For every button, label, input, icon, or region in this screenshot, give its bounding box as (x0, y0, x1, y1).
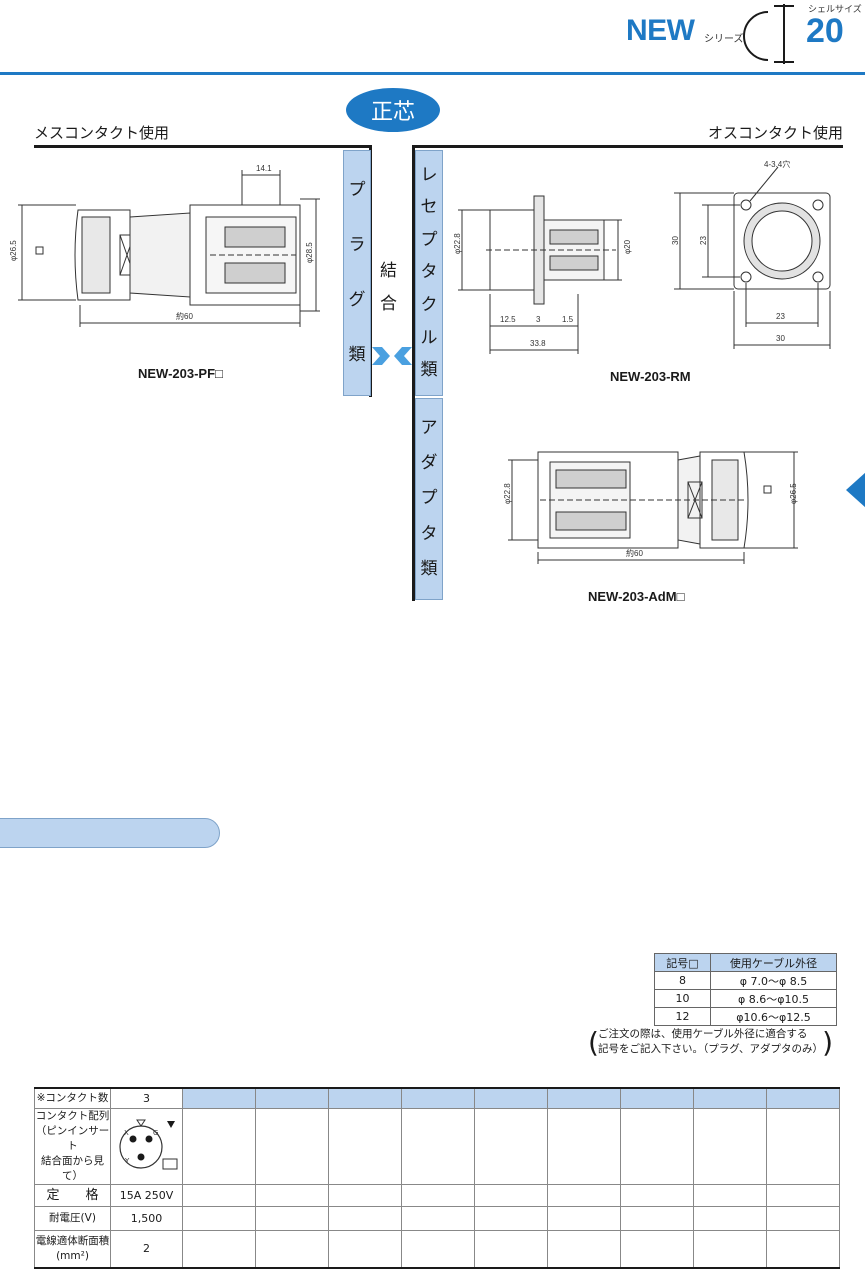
receptacle-model-label: NEW-203-RM (610, 369, 691, 384)
right-frame-top (412, 145, 843, 148)
left-section-title: メスコンタクト使用 (34, 124, 170, 142)
plug-category-bar: プラグ類 (343, 150, 371, 396)
cable-diameter-table: 記号□ 使用ケーブル外径 8 φ 7.0～φ 8.5 10 φ 8.6～φ10.… (654, 953, 837, 1026)
order-note: ご注文の際は、使用ケーブル外径に適合する 記号をご記入下さい。（プラグ、アダプタ… (588, 1027, 833, 1057)
svg-text:G: G (153, 1129, 158, 1137)
svg-text:φ28.5: φ28.5 (305, 242, 314, 263)
contacts-label: ※コンタクト数 (34, 1087, 111, 1109)
adapter-category-bar: アダプタ類 (415, 398, 443, 600)
left-frame-top (34, 145, 372, 148)
svg-text:3: 3 (536, 315, 541, 324)
spec-table: ※コンタクト数 3 コンタクト配列 （ピンインサート 結合面から見て） X G … (34, 1087, 840, 1269)
shell-size-number: 20 (806, 12, 844, 50)
svg-text:約60: 約60 (176, 311, 193, 321)
svg-text:4-3.4穴: 4-3.4穴 (764, 159, 790, 169)
wire-size-value: 2 (110, 1229, 183, 1269)
svg-text:30: 30 (776, 334, 785, 343)
series-logo-icon (743, 4, 794, 64)
table-row: 12 φ10.6～φ12.5 (654, 1007, 837, 1026)
right-section-title: オスコンタクト使用 (707, 124, 843, 142)
adapter-model-label: NEW-203-AdM□ (588, 589, 685, 604)
svg-text:φ26.5: φ26.5 (10, 240, 18, 261)
table-row: 10 φ 8.6～φ10.5 (654, 989, 837, 1008)
pin-layout-icon: X G Y (110, 1107, 183, 1185)
svg-text:Y: Y (124, 1157, 130, 1165)
svg-text:φ20: φ20 (623, 239, 632, 254)
page-tab-marker (846, 472, 865, 508)
section-pill (0, 818, 220, 848)
layout-label: コンタクト配列 （ピンインサート 結合面から見て） (34, 1107, 111, 1185)
adapter-drawing: 約60 φ22.8 φ26.5 (503, 451, 798, 564)
svg-text:φ22.8: φ22.8 (503, 483, 512, 504)
contacts-value: 3 (110, 1087, 183, 1109)
join-label: 結合 (380, 261, 397, 314)
wire-size-label: 電線適体断面積 (mm²) (34, 1229, 111, 1269)
receptacle-drawing: 12.5 3 1.5 33.8 φ22.8 φ20 (453, 195, 632, 354)
svg-text:33.8: 33.8 (530, 339, 546, 348)
series-suffix: シリーズ (704, 34, 744, 45)
voltage-value: 1,500 (110, 1205, 183, 1231)
cable-table-header-code: 記号□ (654, 953, 711, 972)
svg-text:X: X (124, 1129, 129, 1137)
rating-value: 15A 250V (110, 1183, 183, 1207)
svg-text:φ26.5: φ26.5 (789, 483, 798, 504)
join-arrows-icon (372, 347, 412, 365)
plug-drawing: 14.1 約60 φ26.5 φ28.5 (10, 164, 320, 327)
svg-text:23: 23 (699, 236, 708, 245)
plug-model-label: NEW-203-PF□ (138, 366, 223, 381)
flange-drawing: 4-3.4穴 30 23 23 30 (671, 159, 831, 349)
svg-text:約60: 約60 (626, 548, 643, 558)
shell-size-label: シェルサイズ (808, 5, 862, 15)
svg-text:φ22.8: φ22.8 (453, 233, 462, 254)
svg-text:1.5: 1.5 (562, 315, 574, 324)
svg-text:14.1: 14.1 (256, 164, 272, 173)
rating-label: 定 格 (34, 1183, 111, 1207)
voltage-label: 耐電圧(V) (34, 1205, 111, 1231)
table-row: 8 φ 7.0～φ 8.5 (654, 971, 837, 990)
svg-text:23: 23 (776, 312, 785, 321)
series-name: NEW (626, 14, 695, 47)
right-frame-side (412, 145, 415, 601)
header-rule (0, 72, 865, 75)
svg-text:30: 30 (671, 236, 680, 245)
receptacle-category-bar: レセプタクル類 (415, 150, 443, 396)
svg-text:12.5: 12.5 (500, 315, 516, 324)
type-badge: 正芯 (346, 88, 440, 132)
cable-table-header-diameter: 使用ケーブル外径 (710, 953, 837, 972)
